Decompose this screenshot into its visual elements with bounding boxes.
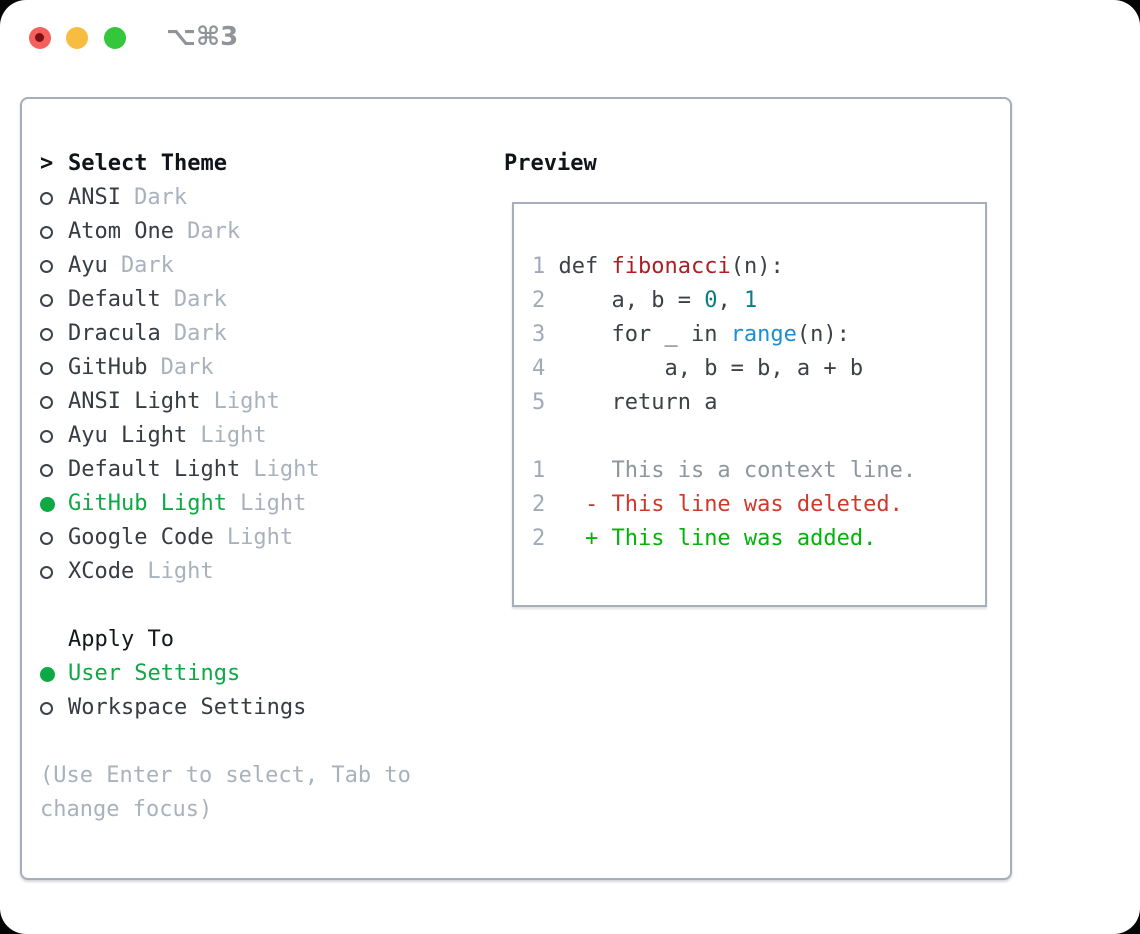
option-label: XCode: [68, 559, 135, 584]
radio-icon: [40, 327, 53, 341]
option-variant-label: Light: [253, 457, 320, 482]
theme-option-row[interactable]: Default Dark: [40, 283, 490, 317]
option-variant-label: Dark: [134, 185, 188, 210]
code-line: 2 - This line was deleted.: [532, 492, 903, 517]
radio-icon: [40, 259, 53, 273]
apply-to-title: Apply To: [68, 627, 174, 652]
apply-target-option-row[interactable]: Workspace Settings: [40, 691, 490, 725]
option-variant-label: Light: [147, 559, 214, 584]
radio-icon: [40, 531, 53, 545]
option-label: GitHub: [68, 355, 148, 380]
option-label: ANSI Light: [68, 389, 201, 414]
theme-option-row[interactable]: ANSI Dark: [40, 181, 490, 215]
theme-option-row[interactable]: Google Code Light: [40, 521, 490, 555]
theme-option-row[interactable]: Dracula Dark: [40, 317, 490, 351]
option-variant-label: Dark: [173, 321, 227, 346]
minimize-traffic-light-icon[interactable]: [66, 27, 88, 49]
option-variant-label: Dark: [120, 253, 174, 278]
radio-icon: [40, 395, 53, 409]
code-line: 4 a, b = b, a + b: [532, 356, 864, 381]
select-theme-header: > Select Theme: [40, 147, 490, 181]
code-line: 2 + This line was added.: [532, 526, 877, 551]
apply-to-header: Apply To: [40, 623, 490, 657]
theme-option-row[interactable]: Ayu Light Light: [40, 419, 490, 453]
theme-list: ANSI Dark Atom One Dark Ayu Dark Default…: [40, 181, 490, 589]
chevron-cursor-icon: >: [40, 151, 54, 176]
option-variant-label: Dark: [173, 287, 227, 312]
radio-icon: [40, 429, 53, 443]
option-variant-label: Light: [240, 491, 307, 516]
keyboard-hint-text: (Use Enter to select, Tab to change focu…: [40, 763, 411, 822]
radio-icon: [40, 496, 55, 512]
radio-icon: [40, 565, 53, 579]
option-variant-label: Dark: [160, 355, 214, 380]
code-preview-box: 1 def fibonacci(n): 2 a, b = 0, 1 3 for _ …: [512, 202, 987, 607]
radio-icon: [40, 361, 53, 375]
select-theme-title: Select Theme: [68, 151, 227, 176]
theme-option-row[interactable]: Default Light Light: [40, 453, 490, 487]
radio-icon: [40, 666, 55, 682]
option-label: ANSI: [68, 185, 121, 210]
option-variant-label: Dark: [187, 219, 241, 244]
close-traffic-light-icon[interactable]: [29, 27, 51, 49]
option-variant-label: Light: [213, 389, 280, 414]
theme-option-row[interactable]: Atom One Dark: [40, 215, 490, 249]
radio-icon: [40, 293, 53, 307]
option-label: Dracula: [68, 321, 161, 346]
code-line: 5 return a: [532, 390, 718, 415]
option-label: Ayu: [68, 253, 108, 278]
zoom-traffic-light-icon[interactable]: [104, 27, 126, 49]
apply-to-list: User Settings Workspace Settings: [40, 657, 490, 725]
theme-option-row[interactable]: GitHub Light Light: [40, 487, 490, 521]
option-label: Workspace Settings: [68, 695, 307, 720]
titlebar: ⌥⌘3: [0, 0, 1140, 76]
option-label: Ayu Light: [68, 423, 188, 448]
radio-icon: [40, 191, 53, 205]
code-line: 2 a, b = 0, 1: [532, 288, 758, 313]
option-label: Atom One: [68, 219, 174, 244]
radio-icon: [40, 463, 53, 477]
option-variant-label: Light: [200, 423, 267, 448]
option-variant-label: Light: [226, 525, 294, 550]
option-label: GitHub Light: [68, 491, 227, 516]
window-title: ⌥⌘3: [166, 22, 239, 52]
theme-picker-panel: > Select Theme ANSI Dark Atom One Dark A…: [20, 97, 1012, 880]
code-line: 1 def fibonacci(n):: [532, 254, 784, 279]
option-label: Google Code: [68, 525, 214, 550]
apply-target-option-row[interactable]: User Settings: [40, 657, 490, 691]
theme-option-row[interactable]: XCode Light: [40, 555, 490, 589]
theme-option-row[interactable]: ANSI Light Light: [40, 385, 490, 419]
option-label: Default: [68, 287, 161, 312]
code-blank-line: [532, 420, 985, 454]
code-line: 3 for _ in range(n):: [532, 322, 850, 347]
theme-option-row[interactable]: Ayu Dark: [40, 249, 490, 283]
theme-option-row[interactable]: GitHub Dark: [40, 351, 490, 385]
preview-title: Preview: [504, 151, 597, 176]
option-label: Default Light: [68, 457, 241, 482]
radio-icon: [40, 701, 53, 715]
code-area: 1 def fibonacci(n): 2 a, b = 0, 1 3 for _ …: [532, 250, 985, 556]
menu-column: > Select Theme ANSI Dark Atom One Dark A…: [40, 147, 490, 827]
radio-icon: [40, 225, 53, 239]
option-label: User Settings: [68, 661, 241, 686]
code-line: 1 This is a context line.: [532, 458, 917, 483]
